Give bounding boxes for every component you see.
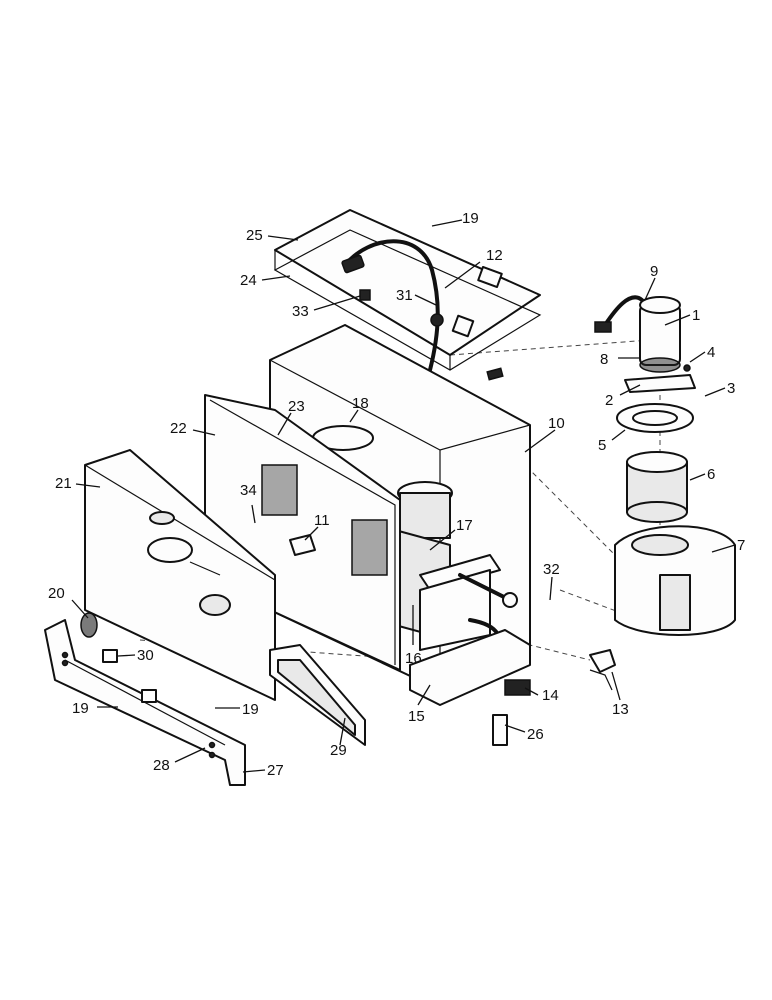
callout-25: 25 bbox=[246, 227, 263, 244]
callout-6: 6 bbox=[707, 466, 715, 483]
callout-32: 32 bbox=[543, 561, 560, 578]
callout-20: 20 bbox=[48, 585, 65, 602]
callout-19-left: 19 bbox=[72, 700, 89, 717]
callout-11: 11 bbox=[314, 512, 330, 529]
callout-24: 24 bbox=[240, 272, 257, 289]
callout-7: 7 bbox=[737, 537, 745, 554]
callout-15: 15 bbox=[408, 708, 425, 725]
callout-29: 29 bbox=[330, 742, 347, 759]
callout-8: 8 bbox=[600, 351, 608, 368]
bottom-tray bbox=[409, 629, 531, 706]
callout-30: 30 bbox=[137, 647, 154, 664]
fan-motor bbox=[594, 295, 696, 393]
drain-fitting bbox=[492, 714, 508, 746]
callout-1: 1 bbox=[692, 307, 700, 324]
mounting-ring bbox=[616, 403, 694, 433]
callout-22: 22 bbox=[170, 420, 187, 437]
callout-33: 33 bbox=[292, 303, 309, 320]
blower-housing bbox=[614, 525, 736, 636]
callout-17: 17 bbox=[456, 517, 473, 534]
callout-18: 18 bbox=[352, 395, 369, 412]
callout-labels: 1 2 3 4 5 6 7 8 9 10 11 12 13 14 15 16 1… bbox=[48, 210, 745, 779]
callout-28: 28 bbox=[153, 757, 170, 774]
callout-34: 34 bbox=[240, 482, 257, 499]
callout-12: 12 bbox=[486, 247, 503, 264]
support-bracket bbox=[44, 612, 246, 786]
callout-10: 10 bbox=[548, 415, 565, 432]
callout-13: 13 bbox=[612, 701, 629, 718]
callout-21: 21 bbox=[55, 475, 72, 492]
callout-26: 26 bbox=[527, 726, 544, 743]
leader-lines bbox=[71, 219, 736, 773]
callout-23: 23 bbox=[288, 398, 305, 415]
top-cover-plate bbox=[273, 209, 542, 371]
callout-16: 16 bbox=[405, 650, 422, 667]
callout-5: 5 bbox=[598, 437, 606, 454]
filter-element bbox=[269, 644, 366, 746]
duct-clamp bbox=[589, 649, 616, 691]
callout-2: 2 bbox=[605, 392, 613, 409]
callout-19-top: 19 bbox=[462, 210, 479, 227]
callout-19-center: 19 bbox=[242, 701, 259, 718]
callout-27: 27 bbox=[267, 762, 284, 779]
callout-3: 3 bbox=[727, 380, 735, 397]
callout-14: 14 bbox=[542, 687, 559, 704]
callout-4: 4 bbox=[707, 344, 715, 361]
blower-wheel bbox=[626, 451, 688, 523]
front-cover bbox=[84, 449, 276, 701]
callout-31: 31 bbox=[396, 287, 413, 304]
callout-9: 9 bbox=[650, 263, 658, 280]
